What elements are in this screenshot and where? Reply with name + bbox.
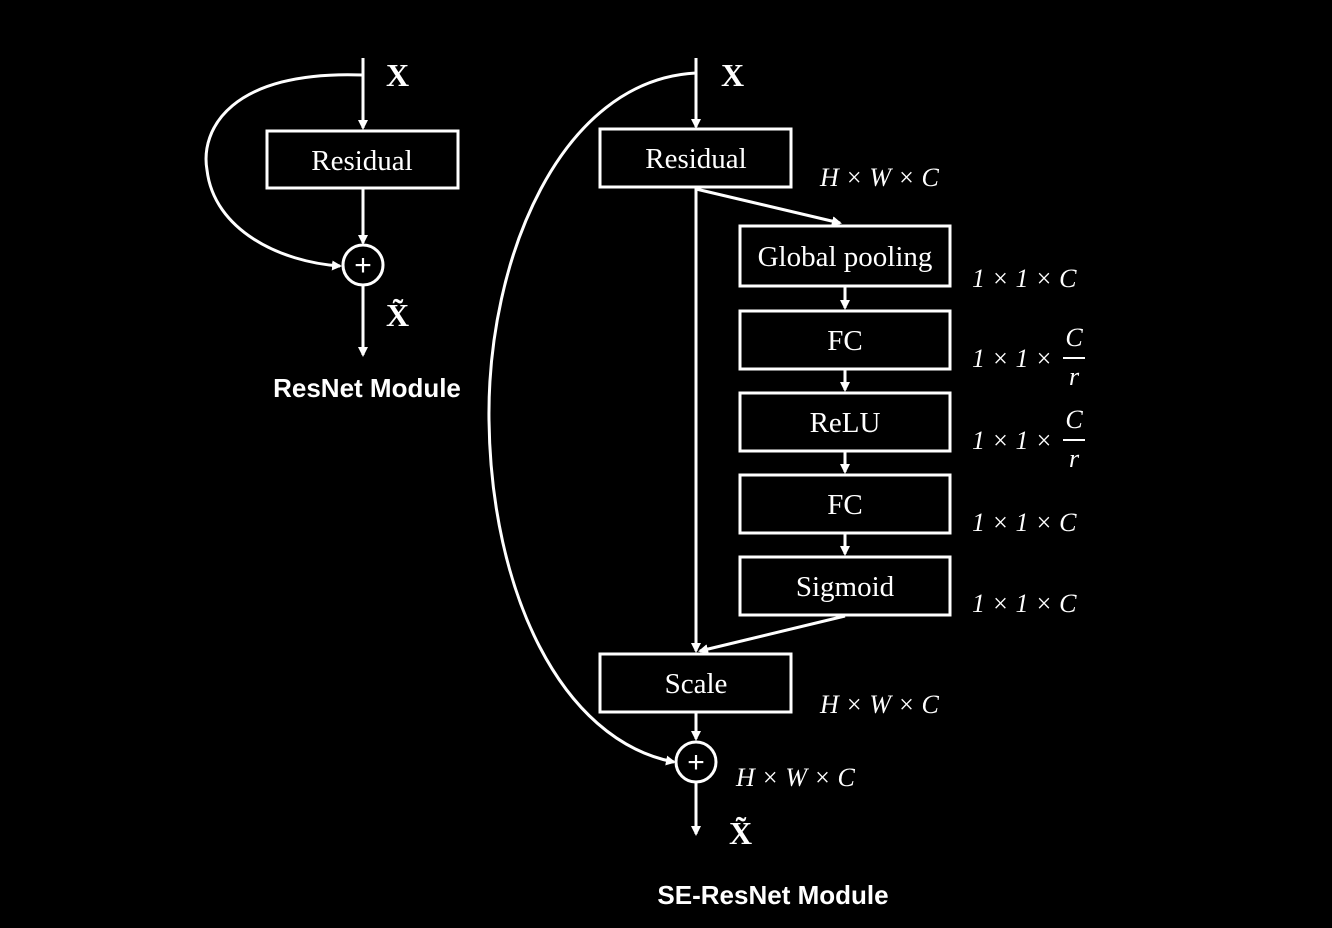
se-fc1-label: FC (827, 325, 862, 357)
se-output-label: X̃ (729, 815, 752, 851)
se-residual-to-pooling-arrow (695, 187, 842, 227)
se-fc1-dim-numerator: C (1065, 323, 1083, 352)
se-fc1-dim-prefix: 1 × 1 × (972, 344, 1053, 373)
resnet-input-label: X (386, 57, 409, 93)
se-sigmoid-label: Sigmoid (796, 571, 895, 603)
se-fc1-dim: 1 × 1 × C r (972, 323, 1085, 391)
se-skip-connection (487, 71, 697, 766)
se-fc2-dim: 1 × 1 × C (972, 508, 1077, 537)
se-relu-label: ReLU (810, 407, 881, 439)
se-residual-label: Residual (645, 143, 747, 175)
se-sigmoid-box (738, 555, 952, 617)
resnet-residual-box (265, 129, 460, 190)
se-input-label: X (721, 57, 744, 93)
resnet-output-label: X̃ (386, 297, 409, 333)
se-residual-box (598, 127, 793, 189)
se-fc2-box (738, 473, 952, 535)
se-fc1-dim-denominator: r (1069, 362, 1080, 391)
se-scale-label: Scale (665, 668, 728, 700)
se-add-symbol: + (687, 746, 705, 779)
se-global-pooling-dim: 1 × 1 × C (972, 264, 1077, 293)
se-relu-box (738, 391, 952, 453)
se-relu-dim: 1 × 1 × C r (972, 405, 1085, 473)
resnet-module: X Residual + X̃ ResNet Module (204, 57, 461, 403)
se-fc2-label: FC (827, 489, 862, 521)
se-resnet-module: X Residual H × W × C Global pooling 1 × … (487, 57, 1085, 910)
se-relu-dim-numerator: C (1065, 405, 1083, 434)
se-global-pooling-label: Global pooling (758, 241, 933, 273)
resnet-add-symbol: + (354, 249, 372, 282)
resnet-skip-connection (204, 73, 364, 271)
se-residual-dim: H × W × C (819, 163, 940, 192)
se-fc1-box (738, 309, 952, 371)
se-sigmoid-dim: 1 × 1 × C (972, 589, 1077, 618)
se-relu-dim-prefix: 1 × 1 × (972, 426, 1053, 455)
resnet-caption: ResNet Module (273, 373, 461, 403)
se-relu-dim-denominator: r (1069, 444, 1080, 473)
se-sigmoid-to-scale-arrow (698, 614, 846, 654)
se-add-dim: H × W × C (735, 763, 856, 792)
se-scale-dim: H × W × C (819, 690, 940, 719)
se-caption: SE-ResNet Module (657, 880, 888, 910)
resnet-residual-label: Residual (311, 145, 413, 177)
se-scale-box (598, 652, 793, 714)
